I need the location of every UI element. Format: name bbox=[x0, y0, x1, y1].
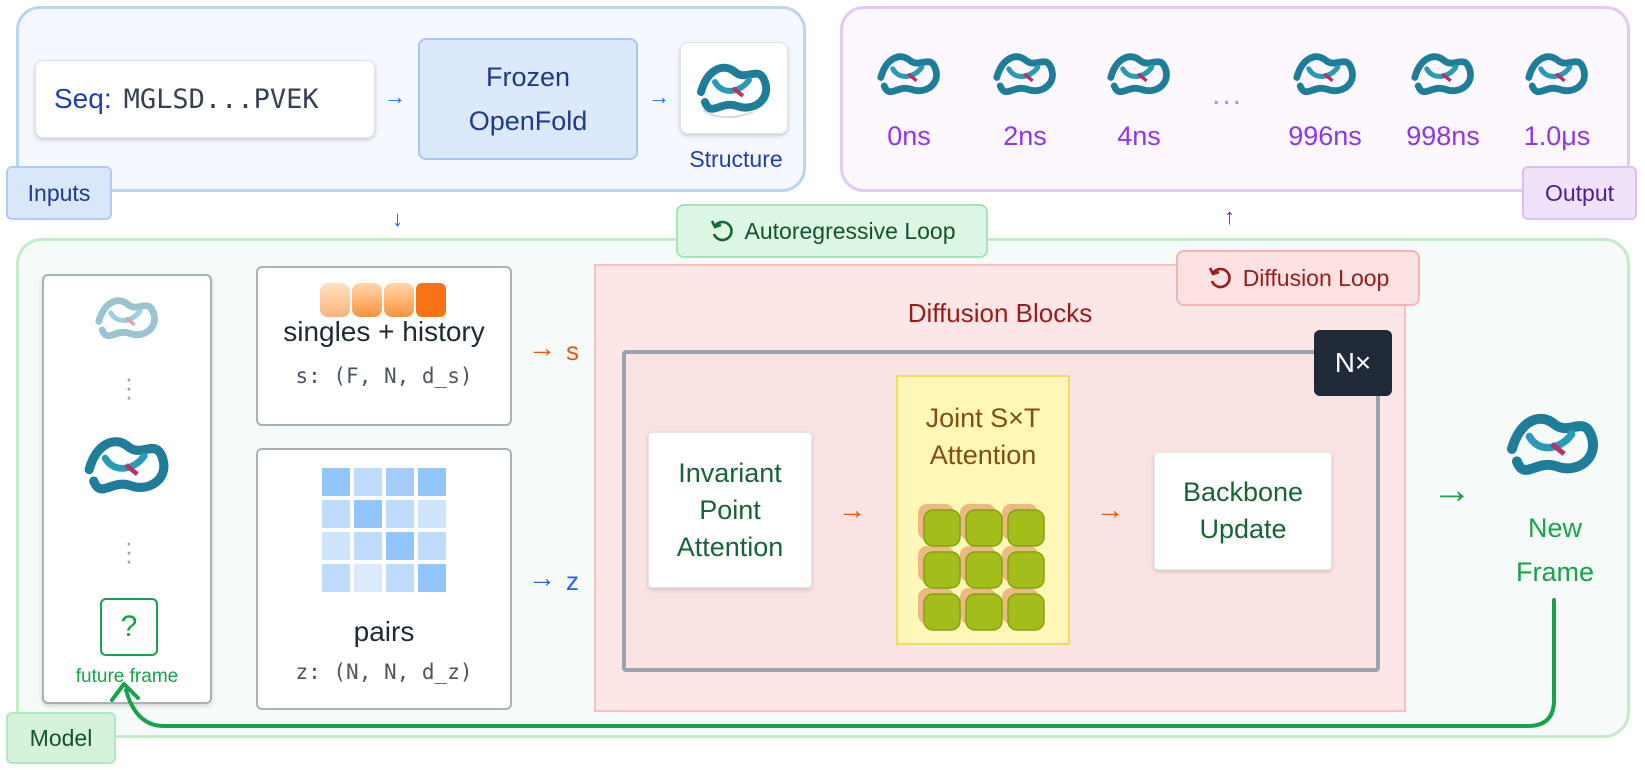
openfold-line2: OpenFold bbox=[468, 106, 588, 136]
vertical-ellipsis-icon: ··· bbox=[124, 527, 134, 575]
protein-structure-icon bbox=[84, 437, 169, 494]
output-frame-label: 0ns bbox=[887, 121, 931, 151]
backbone-line1: Backbone bbox=[1182, 477, 1304, 507]
future-frame-placeholder: ? bbox=[100, 598, 158, 656]
singles-arrow: → bbox=[528, 332, 556, 363]
protein-structure-icon bbox=[697, 63, 771, 118]
future-frame-label: future frame bbox=[75, 666, 179, 687]
repeat-count-badge: N× bbox=[1314, 330, 1392, 396]
vertical-ellipsis-icon: ··· bbox=[124, 363, 134, 411]
history-frames-column: ··· ··· ? future frame bbox=[42, 274, 212, 704]
pairs-shape: z: (N, N, d_z) bbox=[295, 660, 473, 684]
output-ellipsis: ... bbox=[1212, 78, 1244, 111]
backbone-update-box: Backbone Update bbox=[1154, 452, 1332, 570]
joint-to-backbone-arrow: → bbox=[1096, 494, 1124, 525]
pairs-variable: z bbox=[566, 566, 579, 596]
output-frame-label: 996ns bbox=[1288, 121, 1362, 151]
inputs-to-model-arrow: ↓ bbox=[392, 206, 403, 231]
singles-title: singles + history bbox=[283, 316, 485, 347]
output-tag: Output bbox=[1522, 166, 1637, 220]
protein-structure-icon bbox=[1506, 413, 1598, 475]
output-frame-2: 4ns bbox=[1094, 36, 1184, 152]
autoregressive-loop-text: Autoregressive Loop bbox=[744, 217, 956, 244]
structure-label: Structure bbox=[689, 146, 783, 172]
protein-structure-icon bbox=[1411, 53, 1474, 96]
protein-structure-icon bbox=[1293, 53, 1356, 96]
diffusion-loop-label: Diffusion Loop bbox=[1176, 250, 1420, 306]
diffusion-blocks-title: Diffusion Blocks bbox=[907, 298, 1093, 328]
structure-box bbox=[680, 42, 788, 134]
loop-arrow-icon bbox=[710, 220, 733, 242]
output-frame-3: 996ns bbox=[1280, 36, 1370, 152]
model-to-output-arrow: ↑ bbox=[1224, 204, 1235, 229]
output-frame-4: 998ns bbox=[1398, 36, 1488, 152]
singles-box: singles + history s: (F, N, d_s) bbox=[256, 266, 512, 426]
pairs-title: pairs bbox=[353, 616, 415, 647]
ipa-line1: Invariant bbox=[678, 457, 782, 488]
protein-structure-icon bbox=[877, 53, 940, 96]
output-frame-label: 1.0μs bbox=[1523, 121, 1591, 151]
joint-line1: Joint S×T bbox=[925, 403, 1041, 433]
singles-shape: s: (F, N, d_s) bbox=[295, 364, 473, 388]
singles-tensor-icon bbox=[320, 283, 446, 317]
protein-structure-icon bbox=[1525, 53, 1588, 96]
diffusion-loop-text: Diffusion Loop bbox=[1242, 264, 1390, 291]
protein-structure-icon bbox=[95, 297, 158, 340]
output-frame-1: 2ns bbox=[980, 36, 1070, 152]
ipa-line3: Attention bbox=[676, 531, 784, 562]
seq-to-openfold-arrow: → bbox=[384, 84, 406, 109]
inputs-tag: Inputs bbox=[6, 166, 112, 220]
to-new-frame-arrow: → bbox=[1432, 468, 1472, 512]
pairs-box: pairs z: (N, N, d_z) bbox=[256, 448, 512, 710]
loop-arrow-icon bbox=[1208, 267, 1231, 289]
new-frame-line2: Frame bbox=[1515, 557, 1594, 587]
frozen-openfold-box: Frozen OpenFold bbox=[418, 38, 638, 160]
model-tag: Model bbox=[6, 712, 116, 764]
ipa-to-joint-arrow: → bbox=[838, 494, 866, 525]
autoregressive-loop-label: Autoregressive Loop bbox=[676, 204, 988, 258]
output-frame-label: 4ns bbox=[1117, 121, 1161, 151]
ipa-line2: Point bbox=[699, 494, 761, 525]
output-frame-label: 2ns bbox=[1003, 121, 1047, 151]
pairs-arrow: → bbox=[528, 562, 556, 593]
sequence-value: MGLSD...PVEK bbox=[123, 83, 319, 115]
attention-grid-icon bbox=[918, 504, 1045, 631]
new-frame-line1: New bbox=[1527, 513, 1582, 543]
output-panel bbox=[840, 6, 1630, 192]
new-frame-label: New Frame bbox=[1490, 506, 1620, 594]
joint-attention-title: Joint S×T Attention bbox=[896, 400, 1070, 474]
sequence-label: Seq: bbox=[54, 83, 112, 114]
output-frame-label: 998ns bbox=[1406, 121, 1480, 151]
sequence-box: Seq: MGLSD...PVEK bbox=[35, 60, 375, 138]
output-frame-5: 1.0μs bbox=[1512, 36, 1602, 152]
openfold-to-structure-arrow: → bbox=[648, 84, 670, 109]
openfold-line1: Frozen bbox=[485, 62, 571, 92]
protein-structure-icon bbox=[993, 53, 1056, 96]
output-frame-0: 0ns bbox=[864, 36, 954, 152]
backbone-line2: Update bbox=[1199, 514, 1287, 544]
joint-line2: Attention bbox=[929, 440, 1037, 470]
pair-matrix-icon bbox=[318, 464, 450, 596]
protein-structure-icon bbox=[1107, 53, 1170, 96]
singles-variable: s bbox=[566, 336, 579, 366]
invariant-point-attention-box: Invariant Point Attention bbox=[648, 432, 812, 588]
